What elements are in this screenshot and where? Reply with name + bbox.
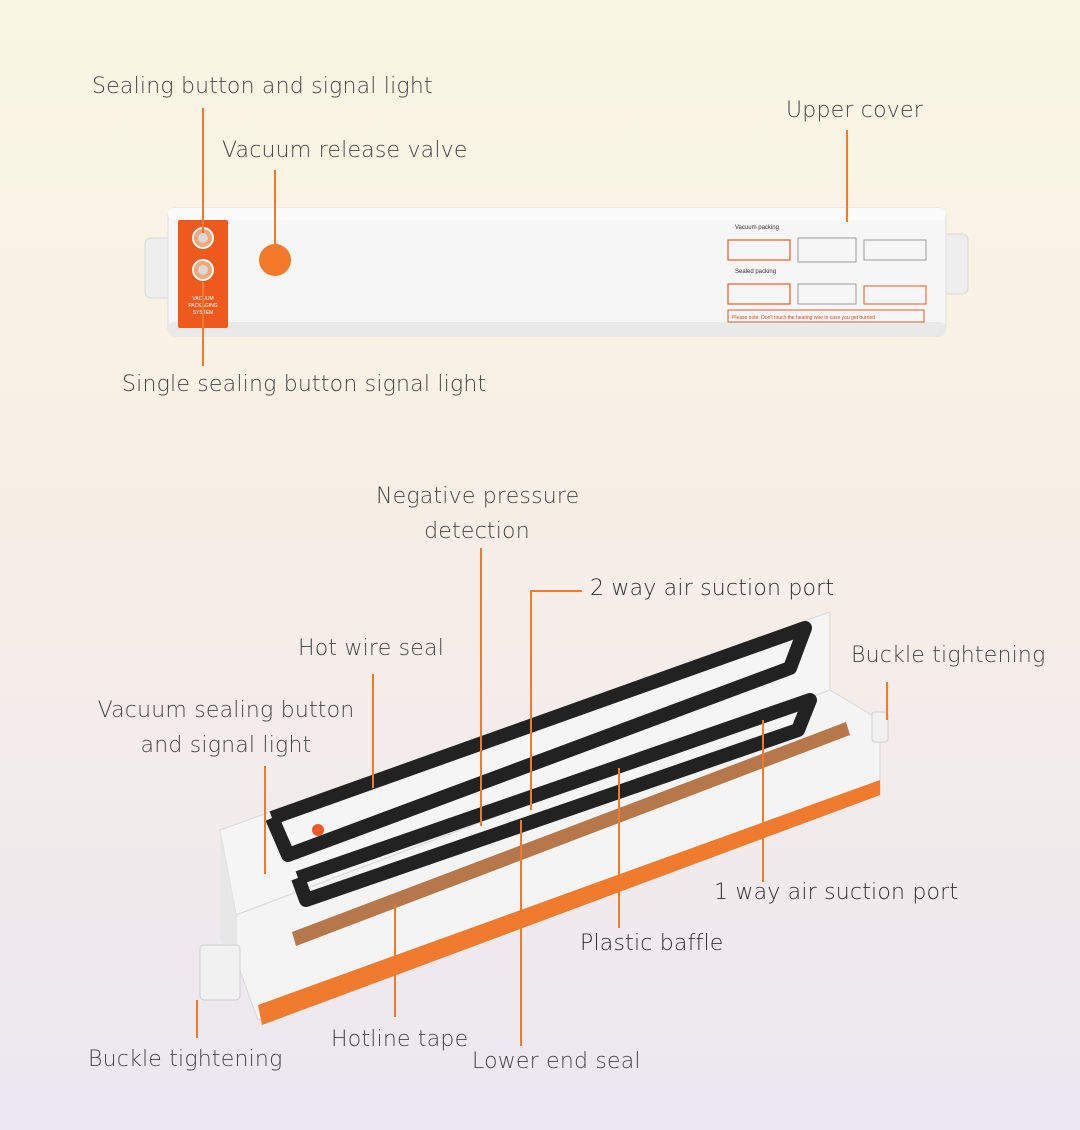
label-plastic-baffle: Plastic baffle xyxy=(580,931,724,956)
label-hot-wire-seal: Hot wire seal xyxy=(298,636,445,661)
leader-single-sealing xyxy=(202,282,204,366)
leader-one-way-port xyxy=(762,720,764,882)
label-vacuum-button-2: and signal light xyxy=(140,733,312,758)
label-vacuum-release-valve: Vacuum release valve xyxy=(222,138,468,163)
label-negative-pressure-2: detection xyxy=(424,519,530,544)
label-lower-end-seal: Lower end seal xyxy=(472,1049,641,1074)
leader-vacuum-release-valve xyxy=(274,170,276,244)
label-hotline-tape: Hotline tape xyxy=(331,1027,469,1052)
label-vacuum-button-1: Vacuum sealing button xyxy=(97,698,355,723)
instruction-warning: Please note: Don't touch the heating wir… xyxy=(732,315,875,321)
label-two-way-port: 2 way air suction port xyxy=(590,576,835,601)
leader-plastic-baffle xyxy=(618,768,620,928)
leader-buckle-right xyxy=(886,682,888,720)
vacuum-release-valve-knob xyxy=(259,244,291,276)
leader-hotline-tape xyxy=(394,905,396,1017)
leader-two-way-port-h xyxy=(530,590,582,592)
leader-hot-wire-seal xyxy=(372,674,374,788)
leader-two-way-port-v xyxy=(530,590,532,810)
leader-lower-end-seal xyxy=(520,820,522,1046)
label-buckle-left: Buckle tightening xyxy=(88,1047,283,1072)
label-upper-cover: Upper cover xyxy=(786,98,923,123)
label-single-sealing: Single sealing button signal light xyxy=(122,372,487,397)
instruction-sealed-title: Sealed packing xyxy=(735,269,776,275)
instruction-vacuum-title: Vacuum packing xyxy=(735,225,779,231)
leader-vacuum-button xyxy=(264,766,266,874)
leader-buckle-left xyxy=(196,1000,198,1038)
leader-upper-cover xyxy=(846,130,848,222)
label-negative-pressure-1: Negative pressure xyxy=(376,484,580,509)
label-buckle-right: Buckle tightening xyxy=(851,643,1046,668)
instruction-sticker: Vacuum packing Sealed packing Please not… xyxy=(727,225,927,323)
label-sealing-button: Sealing button and signal light xyxy=(92,74,433,99)
device-open-view xyxy=(199,611,889,1025)
leader-negative-pressure xyxy=(480,548,482,826)
label-one-way-port: 1 way air suction port xyxy=(714,880,959,905)
leader-sealing-button xyxy=(202,108,204,233)
